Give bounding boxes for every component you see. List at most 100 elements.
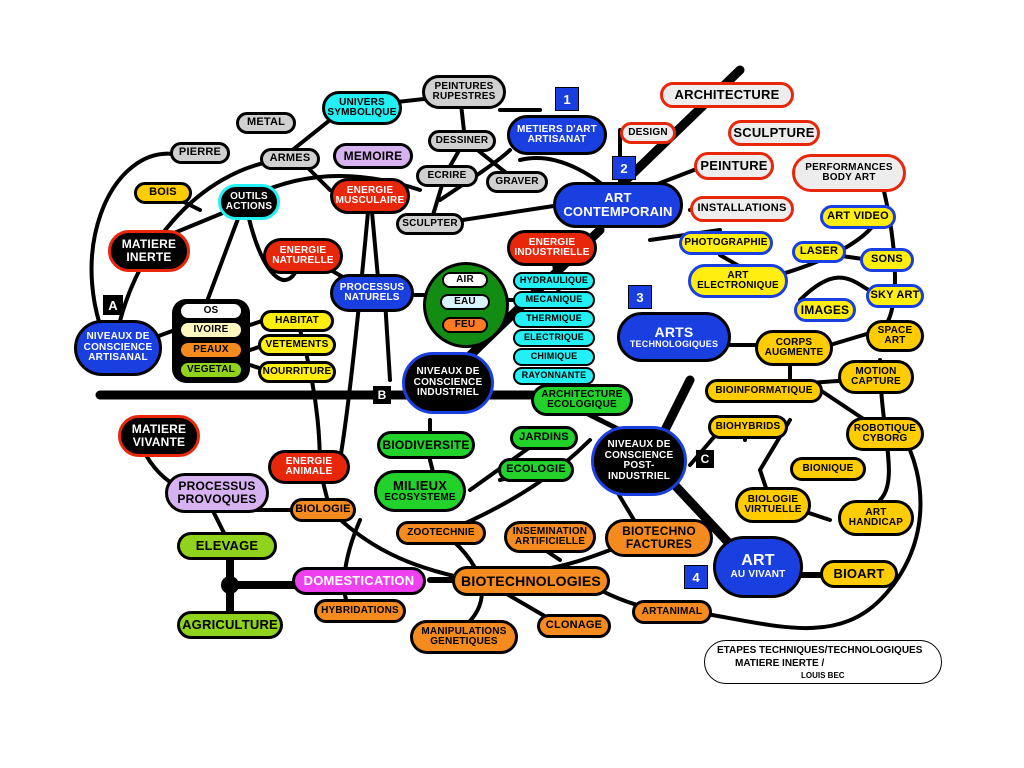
node-ivoire[interactable]: IVOIRE [180,322,242,338]
node-metiers-art[interactable]: METIERS D'ART ARTISANAT [507,115,607,155]
marker-4: 4 [684,565,708,589]
node-sons[interactable]: SONS [860,248,914,272]
marker-a: A [103,295,123,315]
node-bionique[interactable]: BIONIQUE [790,457,866,481]
node-peaux[interactable]: PEAUX [180,342,242,358]
junction-dot [221,576,239,594]
node-zootechnie[interactable]: ZOOTECHNIE [396,521,486,545]
node-niveaux-artisanal[interactable]: NIVEAUX DE CONSCIENCE ARTISANAL [74,320,162,376]
node-biologie-virtuelle[interactable]: BIOLOGIE VIRTUELLE [735,487,811,523]
node-clonage[interactable]: CLONAGE [537,614,611,638]
marker-3: 3 [628,285,652,309]
node-space-art[interactable]: SPACE ART [866,320,924,352]
node-art-au-vivant[interactable]: ART AU VIVANT [713,536,803,598]
node-peintures-rupestres[interactable]: PEINTURES RUPESTRES [422,75,506,109]
node-biotechnofactures[interactable]: BIOTECHNO FACTURES [605,519,713,557]
node-vegetal[interactable]: VEGETAL [180,362,242,378]
node-elevage[interactable]: ELEVAGE [177,532,277,560]
node-milieux[interactable]: MILIEUX ECOSYSTEME [374,470,466,512]
node-art-video[interactable]: ART VIDEO [820,205,896,229]
node-biologie[interactable]: BIOLOGIE [290,498,356,522]
node-matiere-vivante[interactable]: MATIERE VIVANTE [118,415,200,457]
node-niveaux-post-industriel[interactable]: NIVEAUX DE CONSCIENCE POST- INDUSTRIEL [591,426,687,496]
node-feu[interactable]: FEU [442,317,488,333]
node-habitat[interactable]: HABITAT [260,310,334,332]
node-processus-provoques[interactable]: PROCESSUS PROVOQUES [165,473,269,513]
node-manipulations-genetiques[interactable]: MANIPULATIONS GENETIQUES [410,620,518,654]
node-arts-technologiques[interactable]: ARTS TECHNOLOGIQUES [617,312,731,362]
milieux-sub: ECOSYSTEME [384,491,456,503]
arts-technologiques-sub: TECHNOLOGIQUES [629,338,719,349]
node-motion-capture[interactable]: MOTION CAPTURE [838,360,914,394]
node-energie-industrielle[interactable]: ENERGIE INDUSTRIELLE [507,230,597,266]
milieux-title: MILIEUX [392,477,448,493]
node-photographie[interactable]: PHOTOGRAPHIE [679,231,773,255]
node-jardins[interactable]: JARDINS [510,426,578,450]
node-art-contemporain[interactable]: ART CONTEMPORAIN [553,182,683,228]
node-robotique-cyborg[interactable]: ROBOTIQUE CYBORG [846,417,924,451]
node-chimique[interactable]: CHIMIQUE [513,348,595,366]
marker-1: 1 [555,87,579,111]
caption-line-1: ETAPES TECHNIQUES/TECHNOLOGIQUES [717,645,923,656]
node-biotechnologies[interactable]: BIOTECHNOLOGIES [452,566,610,596]
node-nourriture[interactable]: NOURRITURE [258,361,336,383]
node-corps-augmente[interactable]: CORPS AUGMENTE [755,330,833,366]
node-armes[interactable]: ARMES [260,148,320,170]
node-art-handicap[interactable]: ART HANDICAP [838,500,914,536]
node-performances[interactable]: PERFORMANCES BODY ART [792,154,906,192]
node-hybridations[interactable]: HYBRIDATIONS [314,599,406,623]
node-biodiversite[interactable]: BIODIVERSITE [377,431,475,459]
node-artanimal[interactable]: ARTANIMAL [632,600,712,624]
node-metal[interactable]: METAL [236,112,296,134]
node-insemination[interactable]: INSEMINATION ARTIFICIELLE [504,521,596,553]
node-design[interactable]: DESIGN [620,122,676,144]
node-thermique[interactable]: THERMIQUE [513,310,595,328]
art-au-vivant-title: ART [741,552,775,570]
node-mecanique[interactable]: MECANIQUE [513,291,595,309]
node-energie-animale[interactable]: ENERGIE ANIMALE [268,450,350,484]
node-architecture[interactable]: ARCHITECTURE [660,82,794,108]
node-univers-symbolique[interactable]: UNIVERS SYMBOLIQUE [322,91,402,125]
node-sky-art[interactable]: SKY ART [866,284,924,308]
node-outils-actions[interactable]: OUTILS ACTIONS [218,184,280,220]
node-graver[interactable]: GRAVER [486,171,548,193]
art-au-vivant-sub: AU VIVANT [730,569,786,581]
node-matiere-inerte[interactable]: MATIERE INERTE [108,230,190,272]
node-os[interactable]: OS [180,303,242,319]
node-vetements[interactable]: VETEMENTS [258,334,336,356]
node-domestication[interactable]: DOMESTICATION [292,567,426,595]
node-air[interactable]: AIR [442,272,488,288]
node-bois[interactable]: BOIS [134,182,192,204]
marker-2: 2 [612,156,636,180]
node-processus-naturels[interactable]: PROCESSUS NATURELS [330,274,414,312]
marker-b: B [373,386,391,404]
node-bioinformatique[interactable]: BIOINFORMATIQUE [705,379,823,403]
node-laser[interactable]: LASER [792,241,846,263]
node-niveaux-industriel[interactable]: NIVEAUX DE CONSCIENCE INDUSTRIEL [402,352,494,414]
caption-line-2: MATIERE INERTE / [735,658,825,669]
node-ecrire[interactable]: ECRIRE [416,165,478,187]
node-memoire[interactable]: MEMOIRE [333,143,413,169]
node-images[interactable]: IMAGES [794,298,856,322]
caption-line-3: LOUIS BEC [801,671,845,680]
node-electrique[interactable]: ELECTRIQUE [513,329,595,347]
node-rayonnante[interactable]: RAYONNANTE [513,367,595,385]
node-sculpture[interactable]: SCULPTURE [728,120,820,146]
node-energie-musculaire[interactable]: ENERGIE MUSCULAIRE [330,178,410,214]
node-eau[interactable]: EAU [440,294,490,310]
node-architecture-ecologique[interactable]: ARCHITECTURE ECOLOGIQUE [531,384,633,416]
node-sculpter[interactable]: SCULPTER [396,213,464,235]
marker-c: C [696,450,714,468]
node-hydraulique[interactable]: HYDRAULIQUE [513,272,595,290]
node-pierre[interactable]: PIERRE [170,142,230,164]
node-dessiner[interactable]: DESSINER [428,130,496,152]
node-peinture[interactable]: PEINTURE [694,152,774,180]
node-art-electronique[interactable]: ART ELECTRONIQUE [688,264,788,298]
node-bioart[interactable]: BIOART [820,560,898,588]
node-installations[interactable]: INSTALLATIONS [690,196,794,222]
node-energie-naturelle[interactable]: ENERGIE NATURELLE [263,238,343,274]
node-biohybrids[interactable]: BIOHYBRIDS [708,415,788,439]
node-agriculture[interactable]: AGRICULTURE [177,611,283,639]
arts-technologiques-title: ARTS [654,323,694,340]
node-ecologie[interactable]: ECOLOGIE [498,458,574,482]
